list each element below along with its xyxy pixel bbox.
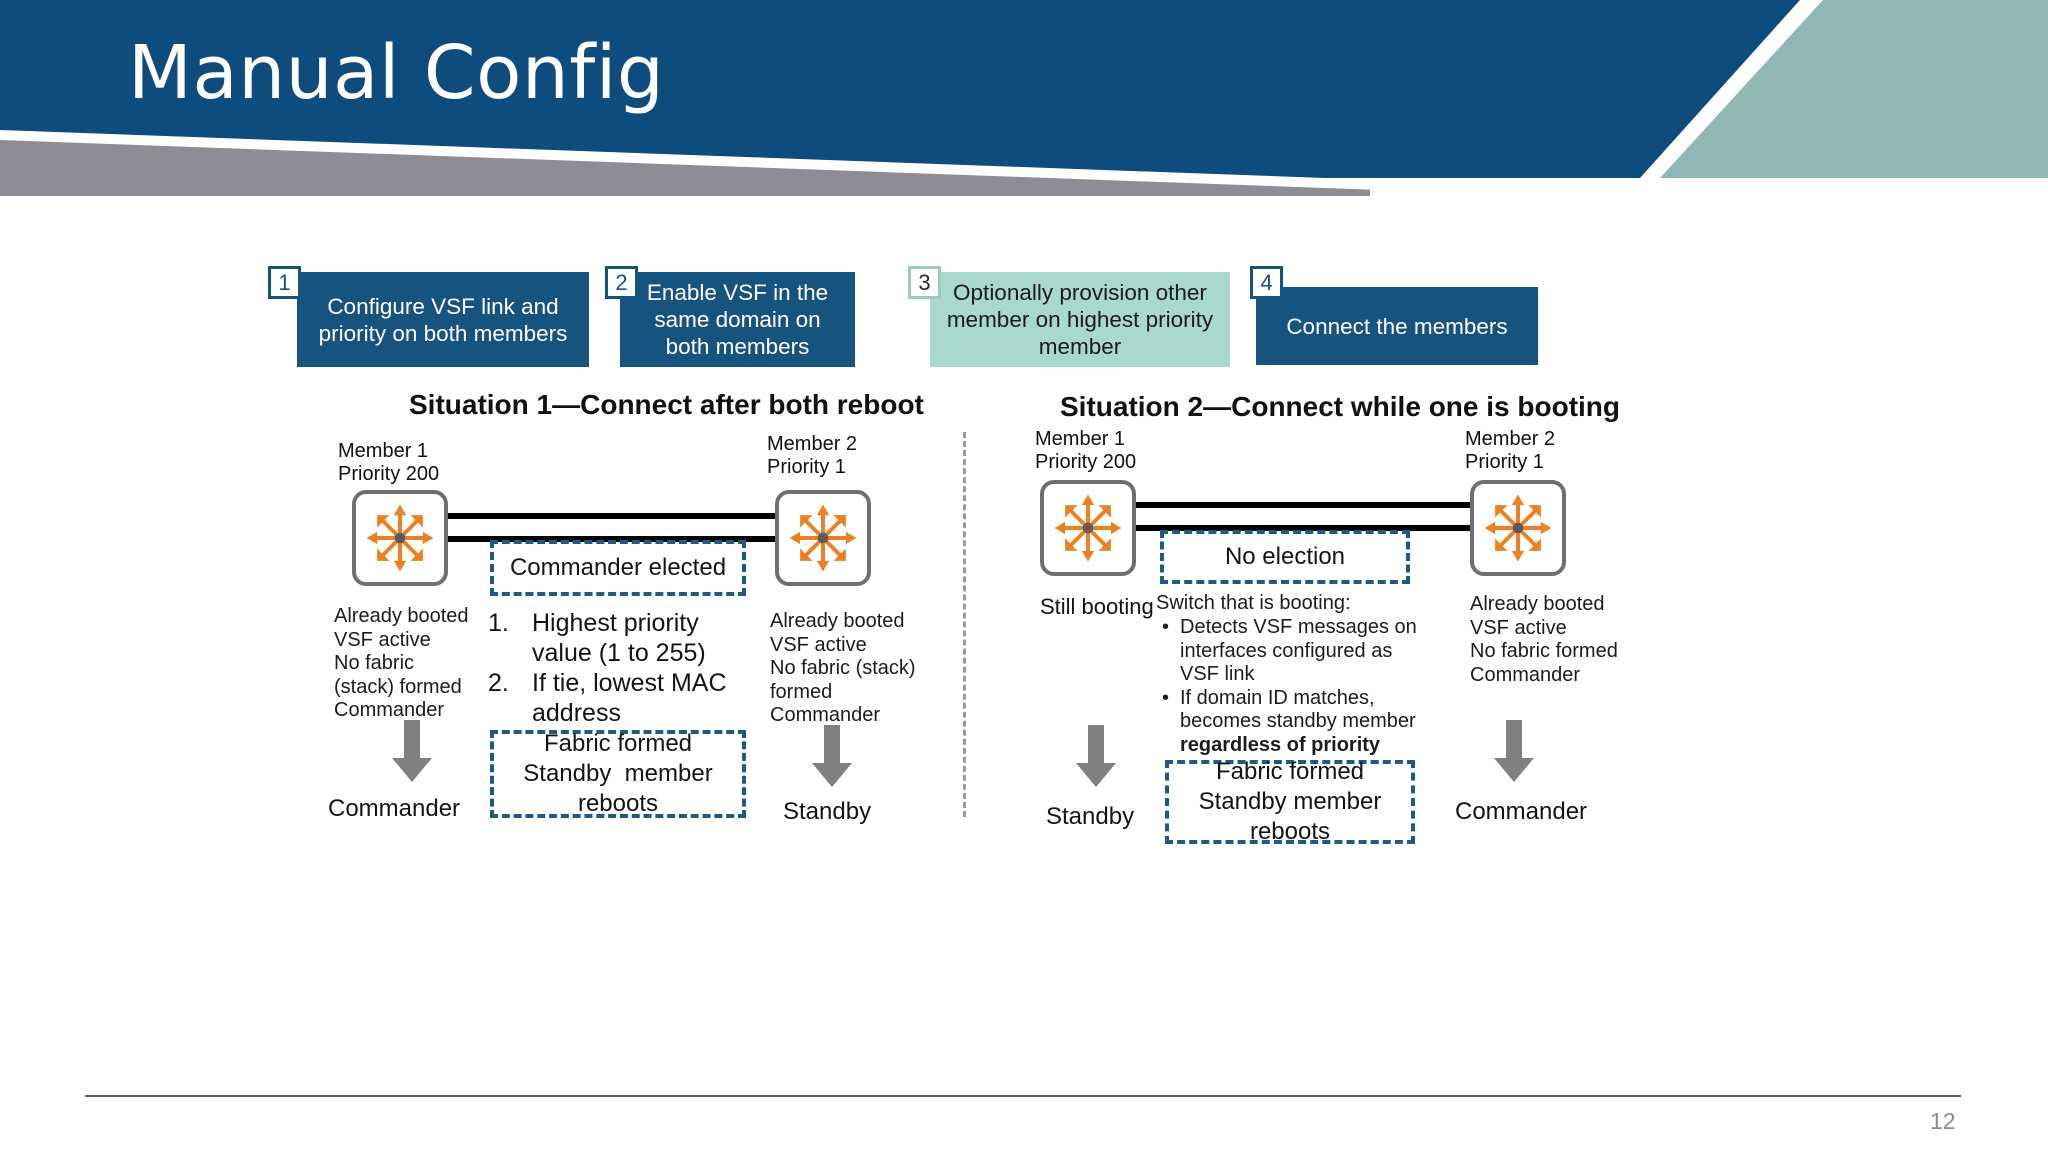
s1-fabric-formed-callout: Fabric formed Standby member reboots — [490, 730, 746, 818]
banner-white-divider — [0, 130, 1380, 190]
step-3-box[interactable]: Optionally provision other member on hig… — [930, 272, 1230, 367]
s1-election-rules: 1. Highest priority value (1 to 255) 2. … — [488, 608, 753, 728]
header-banner: Manual Config — [0, 0, 2048, 200]
page-number: 12 — [1930, 1108, 1956, 1134]
s2-member2-switch-icon — [1470, 480, 1566, 576]
footer-rule — [85, 1095, 1961, 1097]
s1-member2-name: Member 2 — [767, 433, 858, 455]
banner-gray-wedge — [0, 138, 1370, 200]
s2-member2-priority: Priority 1 — [1465, 451, 1544, 473]
s2-member1-name: Member 1 — [1035, 428, 1126, 450]
banner-blue-panel — [0, 0, 1800, 178]
s1-member1-state: Already booted VSF active No fabric (sta… — [334, 605, 469, 721]
s2-member2-result: Commander — [1455, 798, 1588, 825]
s2-booting-bullet-2-text: If domain ID matches, becomes standby me… — [1180, 686, 1416, 733]
s2-fabric-formed-callout: Fabric formed Standby member reboots — [1165, 758, 1415, 845]
s2-booting-bullet-1: Detects VSF messages on interfaces confi… — [1160, 616, 1418, 687]
s2-member2-name: Member 2 — [1465, 428, 1556, 450]
s2-member1-result: Standby — [1046, 803, 1135, 830]
s1-election-rule-1: 1. Highest priority value (1 to 255) — [488, 608, 753, 668]
situation-divider — [963, 432, 966, 817]
s1-member1-arrow-icon — [390, 720, 434, 784]
s2-vsf-link-line-1 — [1136, 502, 1474, 508]
s2-booting-bullets: Detects VSF messages on interfaces confi… — [1160, 616, 1418, 757]
step-2-number: 2 — [605, 266, 638, 299]
s2-member2-state: Already booted VSF active No fabric form… — [1470, 593, 1618, 686]
step-3-number: 3 — [908, 266, 941, 299]
s1-member2-result: Standby — [783, 798, 872, 825]
s1-member1-result: Commander — [328, 795, 461, 822]
s1-member1-priority: Priority 200 — [338, 463, 440, 485]
s2-booting-bullet-2-bold: regardless of priority — [1180, 733, 1381, 756]
steps-flow: 1 Configure VSF link and priority on bot… — [0, 262, 2048, 382]
step-1-box[interactable]: Configure VSF link and priority on both … — [297, 272, 589, 367]
s2-member1-arrow-icon — [1074, 725, 1118, 789]
s2-member1-priority: Priority 200 — [1035, 451, 1137, 473]
s1-member2-state: Already booted VSF active No fabric (sta… — [770, 610, 916, 726]
situation-1-title: Situation 1—Connect after both reboot — [409, 389, 924, 420]
s2-vsf-link-line-2 — [1136, 525, 1474, 531]
s2-member1-state: Still booting — [1040, 594, 1154, 619]
situation-2-title: Situation 2—Connect while one is booting — [1060, 391, 1620, 422]
page-title: Manual Config — [128, 30, 665, 116]
banner-bottom-white — [0, 196, 2048, 200]
s1-election-rule-2-marker: 2. — [488, 669, 509, 697]
s2-booting-bullet-2: If domain ID matches, becomes standby me… — [1160, 687, 1418, 758]
s2-booting-header: Switch that is booting: — [1156, 592, 1351, 614]
diagram-area: Situation 1—Connect after both reboot Si… — [0, 380, 2048, 860]
s1-member2-arrow-icon — [810, 725, 854, 789]
s2-no-election-callout: No election — [1160, 530, 1410, 584]
step-4-box[interactable]: Connect the members — [1256, 287, 1538, 365]
s1-member1-name: Member 1 — [338, 440, 429, 462]
s1-election-rule-1-text: Highest priority value (1 to 255) — [532, 609, 706, 667]
s1-election-rule-2: 2. If tie, lowest MAC address — [488, 668, 753, 728]
s2-member1-switch-icon — [1040, 480, 1136, 576]
s1-vsf-link-line-2 — [448, 536, 778, 542]
step-1-number: 1 — [268, 266, 301, 299]
step-4-number: 4 — [1250, 266, 1283, 299]
s1-member1-switch-icon — [352, 490, 448, 586]
s2-member2-arrow-icon — [1492, 720, 1536, 784]
s1-election-rule-2-text: If tie, lowest MAC address — [532, 669, 727, 727]
s1-member2-priority: Priority 1 — [767, 456, 846, 478]
s2-booting-bullet-1-text: Detects VSF messages on interfaces confi… — [1180, 616, 1417, 685]
s1-commander-elected-callout: Commander elected — [490, 540, 746, 596]
s1-member2-switch-icon — [775, 490, 871, 586]
banner-teal-wedge — [1620, 0, 2048, 178]
s1-vsf-link-line-1 — [448, 513, 778, 519]
step-2-box[interactable]: Enable VSF in the same domain on both me… — [620, 272, 855, 367]
s1-election-rule-1-marker: 1. — [488, 609, 509, 637]
